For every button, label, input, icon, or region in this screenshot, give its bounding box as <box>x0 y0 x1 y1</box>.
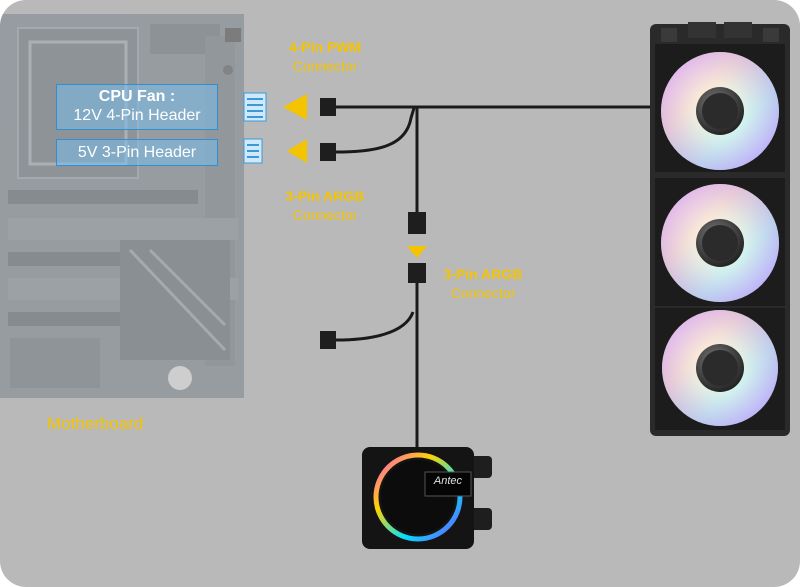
cpu-fan-header-box: CPU Fan : 12V 4-Pin Header <box>56 84 218 130</box>
argb-female-connector <box>408 263 426 283</box>
argb2-label-sub: Connector <box>450 285 516 301</box>
arrow-down-icon <box>407 246 427 258</box>
arrow-left-icon <box>287 139 307 163</box>
pwm-connector <box>320 98 336 116</box>
cable-harness <box>335 105 655 455</box>
argb1-label-title: 3-Pin ARGB <box>285 188 365 204</box>
pwm-label-sub: Connector <box>292 58 358 74</box>
argb-header-pins <box>243 138 263 164</box>
fan-icon <box>655 178 785 306</box>
fan-icon <box>655 308 785 430</box>
argb1-label-sub: Connector <box>292 207 358 223</box>
motherboard-image <box>0 14 244 398</box>
pwm-label-title: 4-Pin PWM <box>288 39 362 55</box>
motherboard-label: Motherboard <box>47 414 144 433</box>
cpu-fan-title: CPU Fan : <box>98 88 176 105</box>
argb2-label-title: 3-Pin ARGB <box>443 266 523 282</box>
argb-header-title: 5V 3-Pin Header <box>77 144 197 161</box>
argb-passthrough-connector <box>320 331 336 349</box>
fan-icon <box>655 44 785 172</box>
radiator <box>650 22 790 436</box>
cpu-fan-subtitle: 12V 4-Pin Header <box>73 107 201 124</box>
pwm-connector-label: 4-Pin PWM Connector <box>270 38 380 76</box>
argb-connector-label-2: 3-Pin ARGB Connector <box>428 265 538 303</box>
argb-connector-top <box>320 143 336 161</box>
pump-block-icon <box>362 447 492 549</box>
pwm-header-pins <box>243 92 267 122</box>
argb-connector-label-1: 3-Pin ARGB Connector <box>270 187 380 225</box>
argb-header-box: 5V 3-Pin Header <box>56 139 218 166</box>
argb-male-connector <box>408 212 426 234</box>
antec-logo: Antec <box>433 475 463 487</box>
arrow-left-icon <box>283 94 307 120</box>
